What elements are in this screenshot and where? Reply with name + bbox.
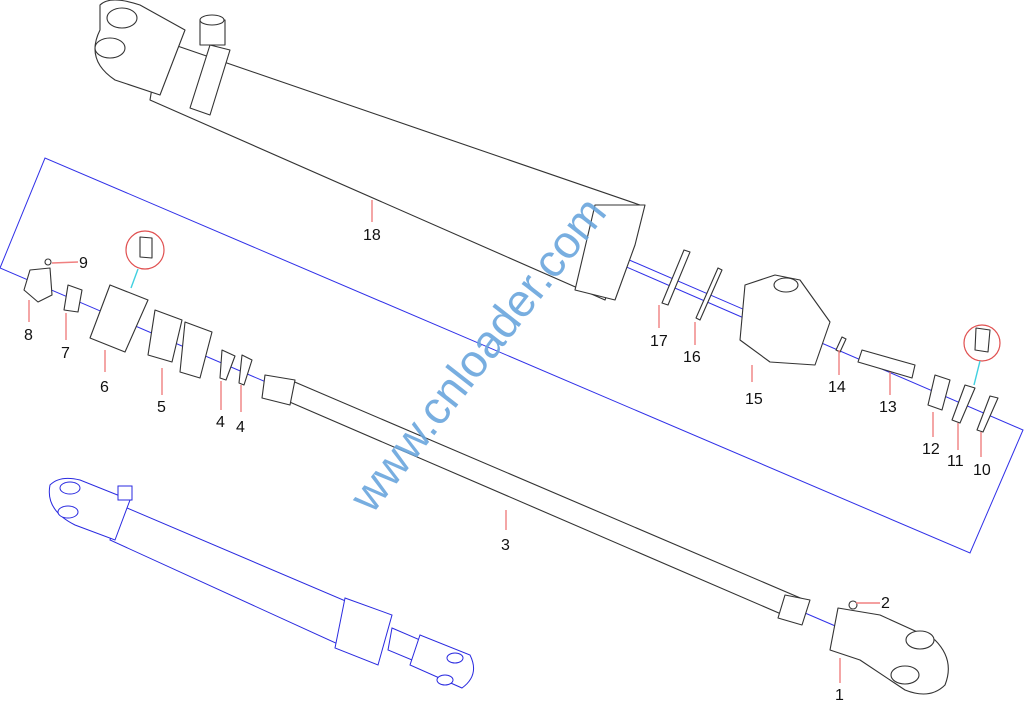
label-8: 8 xyxy=(24,327,33,344)
label-13: 13 xyxy=(879,399,897,416)
label-14: 14 xyxy=(828,379,846,396)
part-3-piston-rod xyxy=(261,374,811,626)
part-number-labels: 18 9 8 7 6 5 4 4 3 17 16 15 14 13 12 11 … xyxy=(24,227,991,702)
label-6: 6 xyxy=(100,379,109,396)
label-10: 10 xyxy=(973,462,991,479)
label-4b: 4 xyxy=(236,419,245,436)
label-17: 17 xyxy=(650,333,668,350)
label-12: 12 xyxy=(922,441,940,458)
label-5: 5 xyxy=(157,399,166,416)
assembled-cylinder-view xyxy=(48,477,475,689)
gland-parts-right xyxy=(661,249,1001,433)
label-2: 2 xyxy=(881,595,890,612)
label-18: 18 xyxy=(363,227,381,244)
label-9: 9 xyxy=(79,255,88,272)
label-1: 1 xyxy=(835,687,844,702)
leader-lines xyxy=(28,200,982,683)
detail-circle-left xyxy=(125,230,165,270)
label-16: 16 xyxy=(683,349,701,366)
part-18-cylinder-barrel xyxy=(94,0,646,301)
label-15: 15 xyxy=(745,391,763,408)
label-3: 3 xyxy=(501,537,510,554)
piston-parts-left xyxy=(23,230,253,386)
label-7: 7 xyxy=(61,345,70,362)
label-11: 11 xyxy=(947,453,964,470)
label-4a: 4 xyxy=(216,414,225,431)
detail-circle-right xyxy=(963,324,1001,362)
part-1-rod-eye xyxy=(829,600,949,695)
